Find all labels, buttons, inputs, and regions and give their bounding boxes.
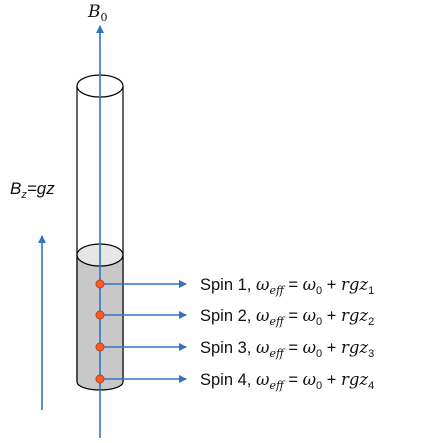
spin-dot	[95, 342, 105, 352]
gradient-label: Bz=gz	[10, 179, 55, 201]
spin-label: Spin 4, ωeff = ω0 + rgz4	[200, 370, 374, 392]
spin-row: Spin 1, ωeff = ω0 + rgz1	[95, 275, 374, 297]
spin-row: Spin 2, ωeff = ω0 + rgz2	[95, 306, 374, 328]
spin-label: Spin 3, ωeff = ω0 + rgz3	[200, 338, 374, 360]
spin-dot	[95, 310, 105, 320]
spin-dot	[95, 279, 105, 289]
spin-label: Spin 1, ωeff = ω0 + rgz1	[200, 275, 374, 297]
spin-dot	[95, 374, 105, 384]
spin-row: Spin 4, ωeff = ω0 + rgz4	[95, 370, 374, 392]
b0-label: B0	[87, 2, 108, 24]
spin-row: Spin 3, ωeff = ω0 + rgz3	[95, 338, 374, 360]
spin-label: Spin 2, ωeff = ω0 + rgz2	[200, 306, 374, 328]
